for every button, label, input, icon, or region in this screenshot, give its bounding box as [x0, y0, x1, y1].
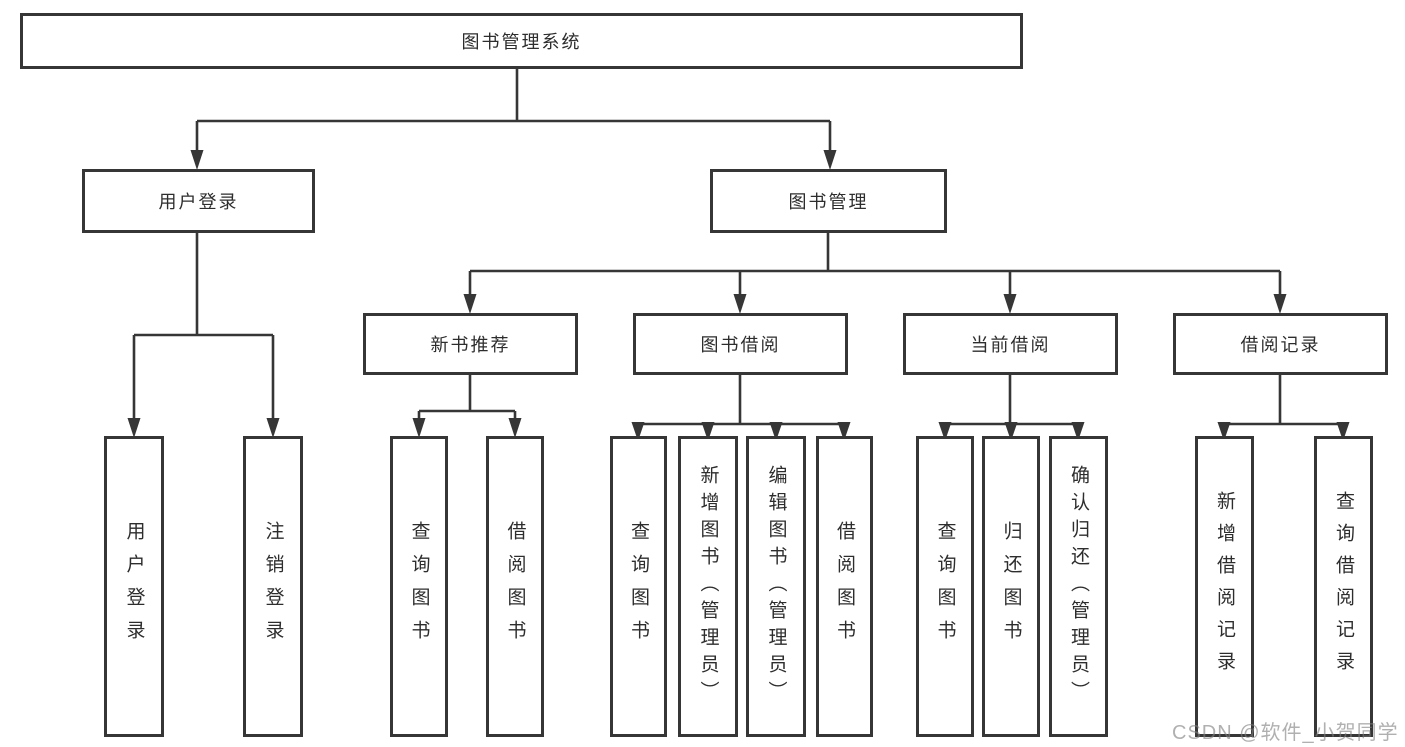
- node-label: 新增借阅记录: [1214, 490, 1235, 683]
- arrowheads: [127, 150, 1350, 441]
- node-leaf-add-borrow-record: 新增借阅记录: [1195, 436, 1254, 737]
- node-leaf-borrow-books-recommend: 借阅图书: [486, 436, 544, 737]
- node-label: 图书管理: [788, 192, 869, 212]
- node-label: 图书借阅: [700, 335, 781, 355]
- node-user-login: 用户登录: [82, 169, 315, 233]
- node-leaf-query-books-current: 查询图书: [916, 436, 974, 737]
- node-current-borrowing: 当前借阅: [903, 313, 1118, 375]
- node-leaf-query-books-recommend: 查询图书: [390, 436, 448, 737]
- node-label: 借阅图书: [504, 520, 526, 653]
- node-label: 图书管理系统: [461, 32, 582, 52]
- node-label: 查询图书: [934, 520, 956, 653]
- node-label: 借阅记录: [1240, 335, 1321, 355]
- node-leaf-add-books-admin: 新增图书（管理员）: [678, 436, 738, 737]
- node-label: 编辑图书（管理员）: [765, 465, 787, 708]
- node-label: 用户登录: [158, 192, 239, 212]
- node-borrowing-records: 借阅记录: [1173, 313, 1388, 375]
- node-leaf-logout: 注销登录: [243, 436, 303, 737]
- node-label: 查询图书: [408, 520, 430, 653]
- node-leaf-return-books: 归还图书: [982, 436, 1040, 737]
- node-library-management-system: 图书管理系统: [20, 13, 1023, 69]
- node-leaf-query-books-borrow: 查询图书: [610, 436, 667, 737]
- node-book-borrowing: 图书借阅: [633, 313, 848, 375]
- node-leaf-confirm-return-admin: 确认归还（管理员）: [1049, 436, 1108, 737]
- node-leaf-query-borrow-record: 查询借阅记录: [1314, 436, 1373, 737]
- node-label: 借阅图书: [834, 520, 855, 653]
- node-label: 查询图书: [628, 520, 649, 653]
- node-label: 查询借阅记录: [1333, 490, 1354, 683]
- node-leaf-user-login: 用户登录: [104, 436, 164, 737]
- node-label: 当前借阅: [970, 335, 1051, 355]
- node-book-management: 图书管理: [710, 169, 947, 233]
- node-label: 新增图书（管理员）: [697, 465, 719, 708]
- node-label: 新书推荐: [430, 335, 511, 355]
- node-leaf-edit-books-admin: 编辑图书（管理员）: [746, 436, 806, 737]
- csdn-watermark: CSDN @软件_小贺同学: [1172, 722, 1399, 744]
- node-leaf-borrow-books: 借阅图书: [816, 436, 873, 737]
- node-label: 注销登录: [262, 520, 284, 653]
- node-label: 确认归还（管理员）: [1068, 465, 1089, 708]
- node-new-book-recommendation: 新书推荐: [363, 313, 578, 375]
- node-label: 用户登录: [123, 520, 145, 653]
- node-label: 归还图书: [1000, 520, 1022, 653]
